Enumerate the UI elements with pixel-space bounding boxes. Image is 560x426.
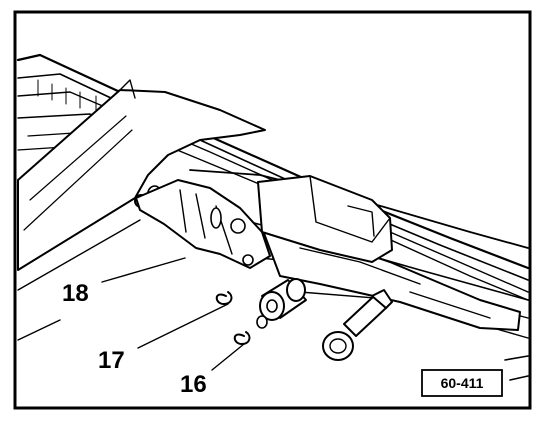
figure-id-box — [421, 369, 503, 397]
motor-housing — [257, 175, 393, 263]
hinge-lever — [135, 179, 271, 269]
leader-17 — [137, 303, 229, 349]
callout-17: 17 — [98, 347, 125, 374]
callout-16: 16 — [180, 371, 207, 398]
callout-18: 18 — [62, 280, 89, 307]
clip-part-17 — [215, 291, 233, 305]
floor-panel — [17, 89, 266, 271]
rail-hatching — [37, 79, 97, 113]
clip-part-16 — [233, 331, 251, 345]
bolt-assembly — [322, 289, 393, 361]
washer — [256, 315, 268, 329]
bushing — [259, 278, 307, 321]
illustration — [16, 53, 530, 381]
leader-18 — [101, 257, 186, 283]
figure-id-label: 60-411 — [441, 375, 484, 391]
leader-16 — [211, 343, 245, 371]
